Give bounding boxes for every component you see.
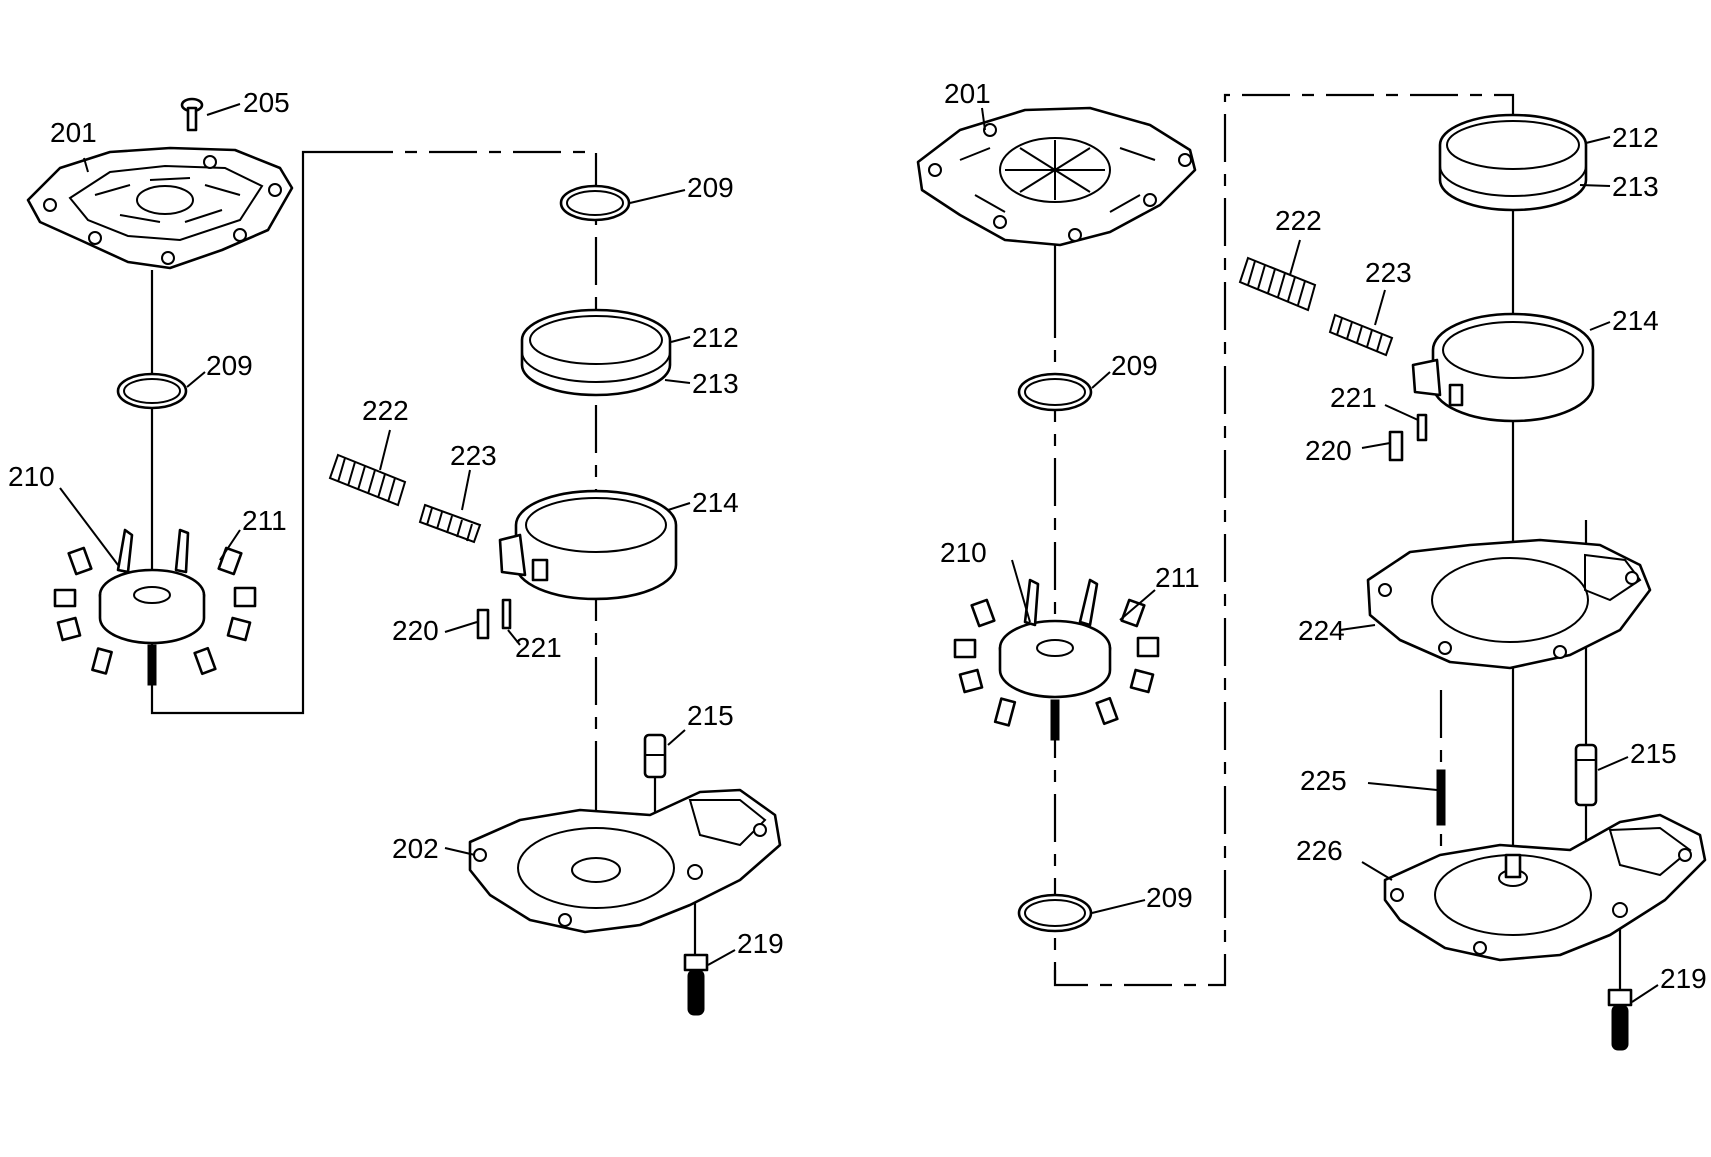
right-dashed-connector [1053, 93, 1515, 987]
label-212-left: 212 [692, 322, 739, 353]
right-assembly: 201 212 213 222 223 214 221 220 209 210 … [916, 78, 1707, 1051]
left-screw-205 [180, 97, 204, 132]
label-221-left: 221 [515, 632, 562, 663]
label-202-left: 202 [392, 833, 439, 864]
left-filter-219 [683, 953, 709, 1016]
right-housing-224 [1366, 538, 1652, 670]
right-oring-209-top [1017, 372, 1093, 412]
label-220-right: 220 [1305, 435, 1352, 466]
left-connector-line [150, 150, 345, 715]
label-214-left: 214 [692, 487, 739, 518]
label-215-right: 215 [1630, 738, 1677, 769]
label-201-left: 201 [50, 117, 97, 148]
left-spring-223 [418, 503, 482, 544]
left-spring-222 [328, 453, 407, 507]
right-vanes-211 [953, 598, 1160, 741]
right-ring-214 [1411, 312, 1595, 423]
label-210-right: 210 [940, 537, 987, 568]
label-223-left: 223 [450, 440, 497, 471]
right-clip-221 [1416, 413, 1428, 442]
left-assembly: 205 201 209 209 212 213 214 222 223 220 … [8, 87, 784, 1016]
label-212-right: 212 [1612, 122, 1659, 153]
left-cover-201 [26, 146, 294, 270]
right-pin-215 [1574, 743, 1598, 807]
right-ring-212-213 [1438, 113, 1588, 212]
right-oring-209-bottom [1017, 893, 1093, 933]
label-209-bottom-right: 209 [1146, 882, 1193, 913]
label-225-right: 225 [1300, 765, 1347, 796]
left-clip-220 [476, 608, 490, 640]
left-vanes-211 [53, 546, 257, 686]
right-cover-201 [916, 106, 1197, 247]
label-221-right: 221 [1330, 382, 1377, 413]
label-201-right: 201 [944, 78, 991, 109]
label-219-left: 219 [737, 928, 784, 959]
right-spring-222 [1238, 256, 1317, 312]
label-224-right: 224 [1298, 615, 1345, 646]
label-222-left: 222 [362, 395, 409, 426]
right-pin-225 [1436, 769, 1446, 826]
right-spring-223 [1328, 313, 1394, 357]
right-clip-220 [1388, 430, 1404, 462]
label-226-right: 226 [1296, 835, 1343, 866]
label-209-top-left: 209 [687, 172, 734, 203]
left-rotor-210 [98, 528, 206, 645]
left-pin-215 [643, 733, 667, 779]
label-209-top-right: 209 [1111, 350, 1158, 381]
left-ring-214 [498, 489, 678, 601]
label-220-left: 220 [392, 615, 439, 646]
label-211-right: 211 [1155, 562, 1200, 593]
label-211-left: 211 [242, 505, 287, 536]
label-210-left: 210 [8, 461, 55, 492]
left-ring-212-213 [520, 308, 672, 397]
label-213-left: 213 [692, 368, 739, 399]
right-rotor-210 [998, 578, 1112, 699]
left-housing-202 [468, 788, 782, 934]
label-215-left: 215 [687, 700, 734, 731]
right-filter-219 [1607, 988, 1633, 1051]
label-209-mid-left: 209 [206, 350, 253, 381]
label-223-right: 223 [1365, 257, 1412, 288]
label-219-right: 219 [1660, 963, 1707, 994]
label-222-right: 222 [1275, 205, 1322, 236]
right-housing-226 [1383, 813, 1707, 962]
label-213-right: 213 [1612, 171, 1659, 202]
label-214-right: 214 [1612, 305, 1659, 336]
left-clip-221 [501, 598, 512, 630]
label-205: 205 [243, 87, 290, 118]
